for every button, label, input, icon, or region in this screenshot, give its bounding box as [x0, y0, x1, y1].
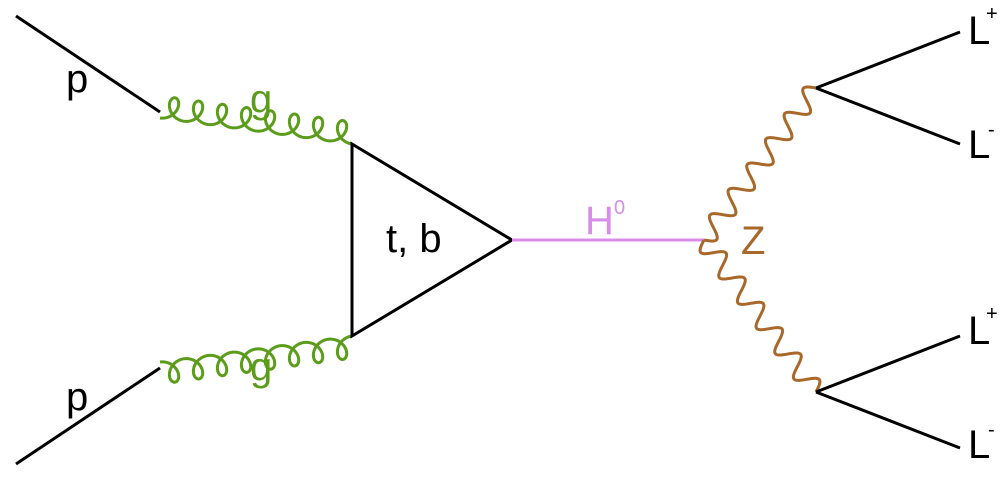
- z-boson-line-top: [703, 85, 817, 243]
- label-proton-bottom: p: [66, 375, 88, 419]
- label-proton-top: p: [66, 57, 88, 101]
- z-boson-line-bottom: [698, 239, 822, 393]
- label-lepton-4: L: [968, 423, 990, 467]
- label-lepton-1: L: [968, 9, 990, 53]
- label-z: Z: [741, 219, 765, 263]
- label-gluon-top: g: [250, 77, 272, 121]
- label-higgs: H: [585, 199, 614, 243]
- lepton-line-1: [815, 30, 961, 90]
- lepton-line-2: [815, 86, 961, 146]
- gluon-line-top: [159, 96, 353, 146]
- proton-line-top: [15, 14, 161, 114]
- label-higgs-charge: 0: [614, 197, 625, 219]
- label-lepton-3-charge: +: [986, 303, 998, 325]
- label-lepton-2-charge: -: [988, 119, 995, 141]
- lepton-line-3: [815, 334, 961, 394]
- lepton-line-4: [815, 390, 961, 450]
- quark-loop-triangle: [350, 141, 515, 339]
- label-gluon-bottom: g: [250, 345, 272, 389]
- label-lepton-1-charge: +: [986, 3, 998, 25]
- label-quark-loop: t, b: [386, 217, 442, 261]
- label-lepton-3: L: [968, 309, 990, 353]
- label-lepton-4-charge: -: [988, 419, 995, 441]
- gluon-line-bottom: [159, 334, 353, 384]
- label-lepton-2: L: [968, 123, 990, 167]
- proton-line-bottom: [15, 366, 161, 466]
